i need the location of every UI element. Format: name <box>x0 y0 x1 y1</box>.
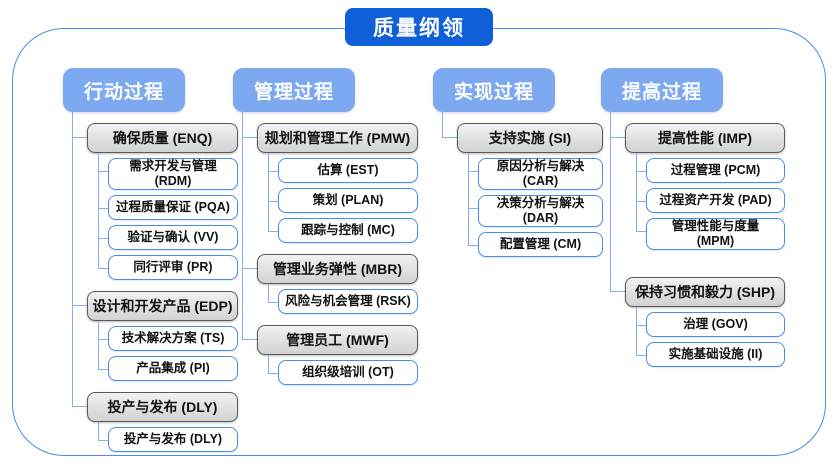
process-item: 风险与机会管理 (RSK) <box>268 284 418 314</box>
process-item: 产品集成 (PI) <box>98 351 238 381</box>
process-item: 跟踪与控制 (MC) <box>268 213 418 243</box>
process-item: 过程质量保证 (PQA) <box>98 190 238 220</box>
process-box: 治理 (GOV) <box>646 312 785 337</box>
process-box: 投产与发布 (DLY) <box>108 427 238 452</box>
process-item: 技术解决方案 (TS) <box>98 321 238 351</box>
group-children: 估算 (EST) 策划 (PLAN) 跟踪与控制 (MC) <box>268 153 418 243</box>
process-item: 原因分析与解决 (CAR) <box>468 153 603 190</box>
process-groups: 确保质量 (ENQ) 需求开发与管理 (RDM) 过程质量保证 (PQA) 验证与确认… <box>72 112 238 452</box>
column-header-implementation-process: 实现过程 <box>433 68 555 112</box>
process-box: 实施基础设施 (II) <box>646 342 785 367</box>
column-header-management-process: 管理过程 <box>233 68 355 112</box>
process-item: 同行评审 (PR) <box>98 250 238 280</box>
group-children: 原因分析与解决 (CAR) 决策分析与解决 (DAR) 配置管理 (CM) <box>468 153 603 257</box>
group-box: 设计和开发产品 (EDP) <box>87 291 238 321</box>
process-item: 管理性能与度量 (MPM) <box>636 213 785 250</box>
process-box: 同行评审 (PR) <box>108 255 238 280</box>
process-box: 配置管理 (CM) <box>478 232 603 257</box>
process-item: 过程管理 (PCM) <box>636 153 785 183</box>
process-group: 提高性能 (IMP) 过程管理 (PCM) 过程资产开发 (PAD) 管理性能与度量 … <box>610 112 785 250</box>
process-box: 决策分析与解决 (DAR) <box>478 195 603 227</box>
group-children: 技术解决方案 (TS) 产品集成 (PI) <box>98 321 238 381</box>
group-children: 风险与机会管理 (RSK) <box>268 284 418 314</box>
group-box: 投产与发布 (DLY) <box>87 392 238 422</box>
group-box: 支持实施 (SI) <box>457 123 603 153</box>
process-group: 支持实施 (SI) 原因分析与解决 (CAR) 决策分析与解决 (DAR) 配置管理 … <box>442 112 603 257</box>
process-item: 治理 (GOV) <box>636 307 785 337</box>
group-children: 治理 (GOV) 实施基础设施 (II) <box>636 307 785 367</box>
process-item: 组织级培训 (OT) <box>268 355 418 385</box>
tree-column-improvement-process: 提高过程提高性能 (IMP) 过程管理 (PCM) 过程资产开发 (PAD) 管理性能… <box>601 68 785 367</box>
process-item: 决策分析与解决 (DAR) <box>468 190 603 227</box>
process-groups: 规划和管理工作 (PMW) 估算 (EST) 策划 (PLAN) 跟踪与控制 (MC)… <box>242 112 418 385</box>
process-box: 过程管理 (PCM) <box>646 158 785 183</box>
process-box: 产品集成 (PI) <box>108 356 238 381</box>
process-box: 风险与机会管理 (RSK) <box>278 289 418 314</box>
process-box: 策划 (PLAN) <box>278 188 418 213</box>
process-group: 设计和开发产品 (EDP) 技术解决方案 (TS) 产品集成 (PI) <box>72 280 238 381</box>
group-box: 管理业务弹性 (MBR) <box>257 254 418 284</box>
group-box: 规划和管理工作 (PMW) <box>257 123 418 153</box>
group-box: 提高性能 (IMP) <box>625 123 785 153</box>
process-box: 验证与确认 (VV) <box>108 225 238 250</box>
tree-column-action-process: 行动过程确保质量 (ENQ) 需求开发与管理 (RDM) 过程质量保证 (PQA) 验… <box>63 68 238 452</box>
group-box: 管理员工 (MWF) <box>257 325 418 355</box>
column-header-improvement-process: 提高过程 <box>601 68 723 112</box>
group-box: 确保质量 (ENQ) <box>87 123 238 153</box>
group-children: 过程管理 (PCM) 过程资产开发 (PAD) 管理性能与度量 (MPM) <box>636 153 785 250</box>
process-group: 管理业务弹性 (MBR) 风险与机会管理 (RSK) <box>242 243 418 314</box>
group-box: 保持习惯和毅力 (SHP) <box>625 277 785 307</box>
process-groups: 支持实施 (SI) 原因分析与解决 (CAR) 决策分析与解决 (DAR) 配置管理 … <box>442 112 603 257</box>
process-item: 策划 (PLAN) <box>268 183 418 213</box>
process-box: 管理性能与度量 (MPM) <box>646 218 785 250</box>
process-groups: 提高性能 (IMP) 过程管理 (PCM) 过程资产开发 (PAD) 管理性能与度量 … <box>610 112 785 367</box>
column-header-action-process: 行动过程 <box>63 68 185 112</box>
process-item: 需求开发与管理 (RDM) <box>98 153 238 190</box>
diagram-title: 质量纲领 <box>345 8 493 46</box>
process-item: 配置管理 (CM) <box>468 227 603 257</box>
process-item: 实施基础设施 (II) <box>636 337 785 367</box>
process-group: 规划和管理工作 (PMW) 估算 (EST) 策划 (PLAN) 跟踪与控制 (MC) <box>242 112 418 243</box>
process-item: 投产与发布 (DLY) <box>98 422 238 452</box>
process-box: 原因分析与解决 (CAR) <box>478 158 603 190</box>
process-box: 估算 (EST) <box>278 158 418 183</box>
process-item: 过程资产开发 (PAD) <box>636 183 785 213</box>
process-item: 验证与确认 (VV) <box>98 220 238 250</box>
process-group: 管理员工 (MWF) 组织级培训 (OT) <box>242 314 418 385</box>
tree-column-management-process: 管理过程规划和管理工作 (PMW) 估算 (EST) 策划 (PLAN) 跟踪与控制 … <box>233 68 418 385</box>
process-group: 投产与发布 (DLY) 投产与发布 (DLY) <box>72 381 238 452</box>
tree-column-implementation-process: 实现过程支持实施 (SI) 原因分析与解决 (CAR) 决策分析与解决 (DAR) 配… <box>433 68 603 257</box>
group-children: 需求开发与管理 (RDM) 过程质量保证 (PQA) 验证与确认 (VV) 同行评审 … <box>98 153 238 280</box>
process-item: 估算 (EST) <box>268 153 418 183</box>
process-group: 保持习惯和毅力 (SHP) 治理 (GOV) 实施基础设施 (II) <box>610 250 785 367</box>
group-children: 组织级培训 (OT) <box>268 355 418 385</box>
group-children: 投产与发布 (DLY) <box>98 422 238 452</box>
process-box: 技术解决方案 (TS) <box>108 326 238 351</box>
process-group: 确保质量 (ENQ) 需求开发与管理 (RDM) 过程质量保证 (PQA) 验证与确认… <box>72 112 238 280</box>
process-box: 过程质量保证 (PQA) <box>108 195 238 220</box>
process-box: 过程资产开发 (PAD) <box>646 188 785 213</box>
process-box: 组织级培训 (OT) <box>278 360 418 385</box>
process-box: 跟踪与控制 (MC) <box>278 218 418 243</box>
process-box: 需求开发与管理 (RDM) <box>108 158 238 190</box>
